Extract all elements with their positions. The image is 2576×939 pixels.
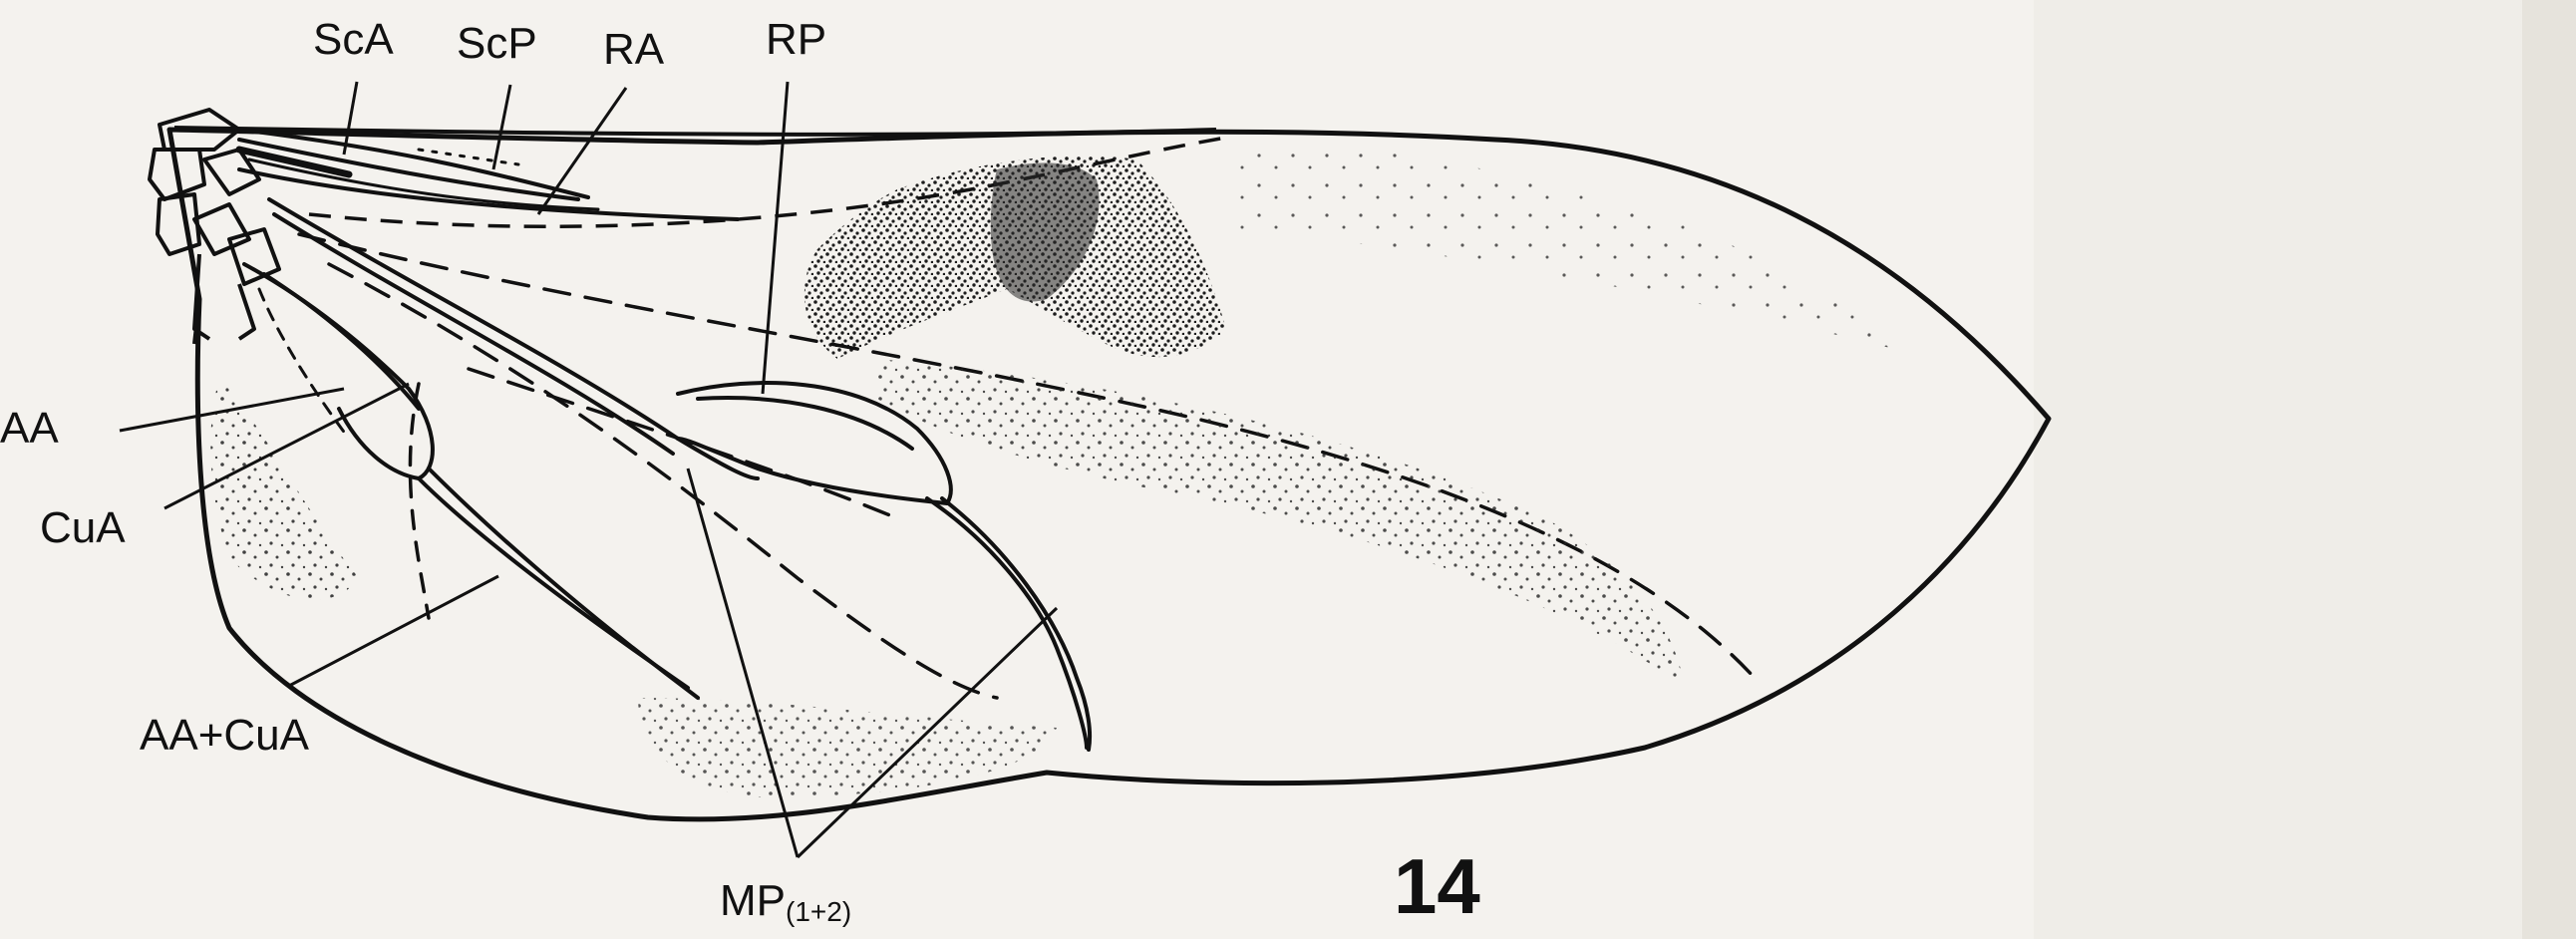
label-aa: AA [0, 407, 59, 451]
label-mp: MP(1+2) [720, 879, 851, 926]
label-mp-subscript: (1+2) [786, 896, 851, 927]
dashed-longitudinal-veins [299, 234, 1755, 698]
label-ra: RA [603, 28, 664, 72]
apical-light-shading [1236, 140, 1894, 349]
anal-region-shading [210, 379, 359, 600]
figure-number: 14 [1394, 847, 1480, 925]
label-sca: ScA [313, 18, 394, 62]
radial-band-shading [877, 359, 1685, 688]
label-scp: ScP [457, 22, 537, 66]
label-aa-cua: AA+CuA [140, 714, 309, 758]
label-mp-main: MP [720, 876, 786, 925]
label-cua: CuA [40, 506, 126, 550]
label-rp: RP [766, 18, 826, 62]
